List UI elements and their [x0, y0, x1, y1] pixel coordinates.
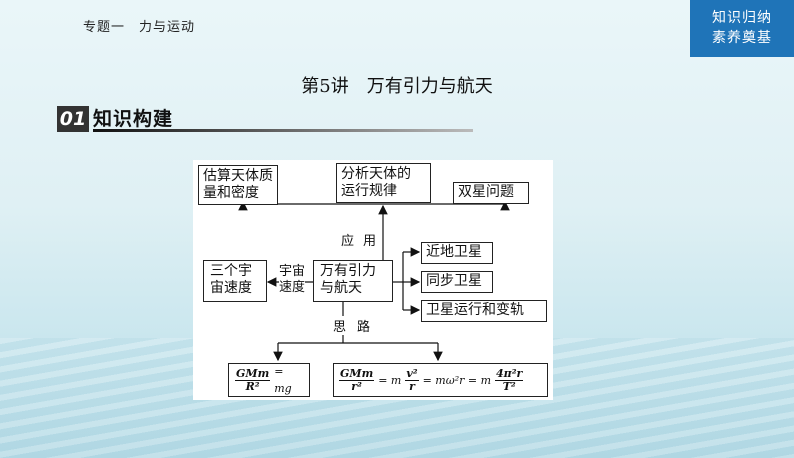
eq1-denominator: R² [245, 379, 260, 393]
box-center-gravitation: 万有引力 与航天 [313, 260, 393, 302]
box-near-earth-satellite: 近地卫星 [421, 242, 493, 264]
label-apply-2: 用 [363, 230, 377, 249]
label-cosmic-line1: 宇宙 [279, 264, 306, 279]
lecture-title: 第5讲 万有引力与航天 [301, 76, 493, 97]
eq2-f1-num: GMm [339, 366, 375, 381]
eq2-f2-num: v² [405, 366, 419, 381]
box-center-line2: 与航天 [320, 280, 362, 296]
box-cosmic-velocities: 三个宇 宙速度 [203, 260, 267, 302]
eq1-fraction: GMm R² [235, 366, 271, 393]
eq2-f3-den: T² [502, 379, 516, 393]
box-estimate-line1: 估算天体质 [203, 168, 273, 184]
box-satellite-orbit-change: 卫星运行和变轨 [421, 300, 547, 322]
eq1-numerator: GMm [235, 366, 271, 381]
equation-surface-gravity: GMm R² = mg [228, 363, 310, 397]
eq2-fraction-3: 4π²r T² [495, 366, 524, 393]
box-cosmic-line2: 宙速度 [210, 280, 252, 296]
equation-orbital-motion: GMm r² = m v² r = mω²r = m 4π²r T² [333, 363, 548, 397]
box-binary-stars: 双星问题 [453, 182, 529, 204]
label-cosmic-line2: 速度 [279, 280, 306, 295]
label-idea-1: 思 [333, 316, 347, 335]
section-underline [93, 129, 473, 132]
box-analyze-line1: 分析天体的 [341, 166, 411, 182]
box-estimate-line2: 量和密度 [203, 185, 259, 201]
label-idea-2: 路 [357, 316, 371, 335]
box-synchronous-satellite: 同步卫星 [421, 271, 493, 293]
box-cosmic-line1: 三个宇 [210, 263, 252, 279]
label-cosmic-velocity: 宇宙 速度 [279, 264, 306, 296]
knowledge-diagram: 估算天体质 量和密度 分析天体的 运行规律 双星问题 应 用 万有引力 与航天 … [193, 160, 553, 400]
eq2-f2-den: r [409, 379, 415, 393]
corner-label-2: 素养奠基 [712, 30, 772, 46]
box-center-line1: 万有引力 [320, 263, 376, 279]
box-analyze-motion: 分析天体的 运行规律 [336, 163, 431, 203]
eq2-part-b: = mω²r = m [422, 373, 492, 387]
eq1-rhs: = mg [274, 365, 292, 395]
section-nav-button[interactable]: 知识归纳 素养奠基 [690, 0, 794, 57]
section-number: 01 [57, 106, 89, 132]
eq2-fraction-1: GMm r² [339, 366, 375, 393]
box-estimate-mass-density: 估算天体质 量和密度 [198, 165, 278, 205]
section-heading: 01 知识构建 [57, 106, 473, 132]
section-title: 知识构建 [93, 108, 174, 130]
box-analyze-line2: 运行规律 [341, 183, 397, 199]
eq2-f1-den: r² [351, 379, 362, 393]
eq2-f3-num: 4π²r [495, 366, 524, 381]
label-apply-1: 应 [341, 230, 355, 249]
topic-header: 专题一 力与运动 [83, 20, 196, 35]
eq2-fraction-2: v² r [405, 366, 419, 393]
eq2-part-a: = m [378, 373, 402, 387]
corner-label-1: 知识归纳 [712, 10, 772, 26]
